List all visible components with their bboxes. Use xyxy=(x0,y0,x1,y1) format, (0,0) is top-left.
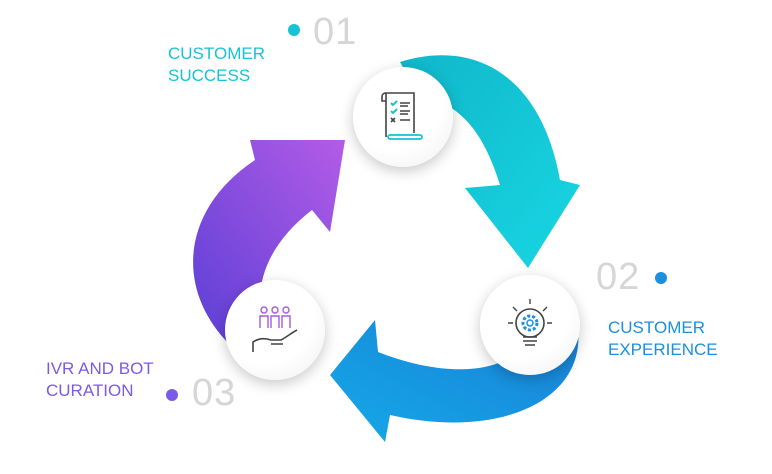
step-3-label: IVR AND BOT CURATION xyxy=(46,358,154,402)
step-2-number: 02 xyxy=(596,256,641,298)
step-2-label: CUSTOMER EXPERIENCE xyxy=(608,317,718,361)
teal-arrow xyxy=(400,55,580,268)
purple-arrow xyxy=(193,140,345,345)
step-1-circle xyxy=(353,67,453,167)
step-2-label-line1: CUSTOMER xyxy=(608,318,705,337)
step-2-dot xyxy=(655,272,667,284)
step-1-label-line1: CUSTOMER xyxy=(168,44,265,63)
step-3-number: 03 xyxy=(192,372,237,414)
step-2-label-line2: EXPERIENCE xyxy=(608,340,718,359)
step-3-label-line2: CURATION xyxy=(46,381,134,400)
step-1-label-line2: SUCCESS xyxy=(168,66,251,85)
checklist-icon xyxy=(381,92,423,140)
step-3-dot xyxy=(166,389,178,401)
hand-people-icon xyxy=(252,306,298,352)
lightbulb-gear-icon xyxy=(508,299,552,346)
step-1-number: 01 xyxy=(313,11,358,53)
step-3-circle xyxy=(225,280,325,380)
step-3-label-line1: IVR AND BOT xyxy=(46,359,154,378)
step-2-circle xyxy=(480,275,580,375)
step-1-dot xyxy=(288,24,300,36)
blue-arrow xyxy=(330,320,579,442)
step-1-label: CUSTOMER SUCCESS xyxy=(168,43,265,87)
